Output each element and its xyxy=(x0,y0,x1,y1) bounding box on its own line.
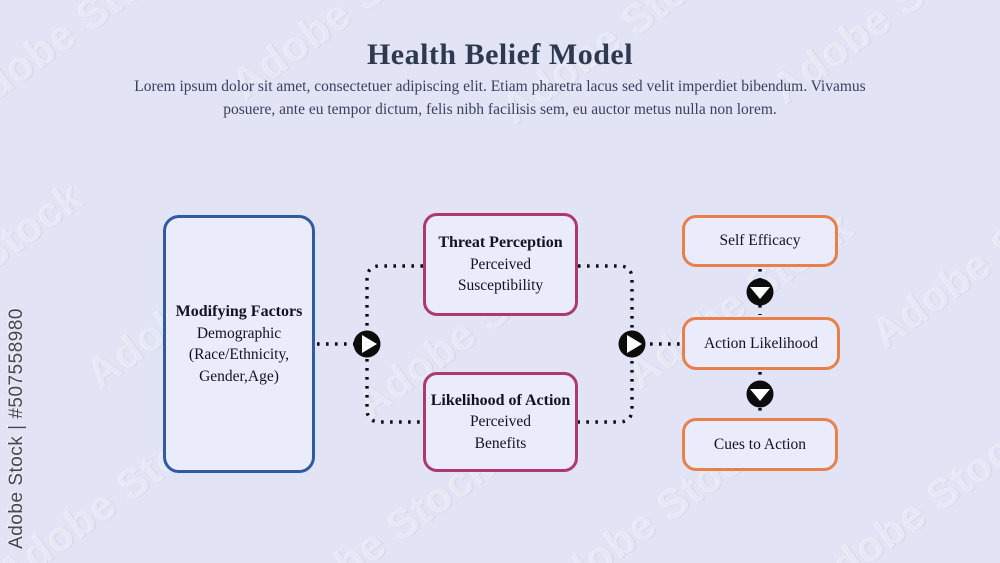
play-right-icon xyxy=(362,335,377,353)
likelihood-of-action-title: Likelihood of Action xyxy=(430,391,571,409)
self-efficacy-box: Self Efficacy xyxy=(682,215,838,267)
adobe-stock-watermark: Adobe Stock xyxy=(862,161,1000,358)
triangle-down-icon xyxy=(750,287,770,299)
threat-perception-title: Threat Perception xyxy=(438,234,563,252)
action-likelihood-label: Action Likelihood xyxy=(703,334,819,352)
play-right-icon xyxy=(627,335,642,353)
modifying-factors-line: Gender,Age) xyxy=(199,367,279,385)
likelihood-of-action-line: Benefits xyxy=(474,434,527,452)
arrow-node-middle xyxy=(618,330,646,358)
modifying-factors-box: Modifying Factors Demographic (Race/Ethn… xyxy=(163,215,315,473)
page-title: Health Belief Model xyxy=(366,38,634,71)
cues-to-action-box: Cues to Action xyxy=(682,418,838,471)
threat-perception-line: Susceptibility xyxy=(457,277,544,295)
page-subtitle: Lorem ipsum dolor sit amet, consectetuer… xyxy=(0,75,1000,121)
connector-left-bracket xyxy=(365,264,423,424)
modifying-factors-line: Demographic xyxy=(196,324,282,342)
modifying-factors-title: Modifying Factors xyxy=(175,303,303,320)
arrow-node-left xyxy=(353,330,381,358)
modifying-factors-line: (Race/Ethnicity, xyxy=(188,346,290,363)
action-likelihood-box: Action Likelihood xyxy=(682,317,840,370)
self-efficacy-label: Self Efficacy xyxy=(719,232,801,250)
cues-to-action-label: Cues to Action xyxy=(713,435,807,453)
page-subtitle-line1: Lorem ipsum dolor sit amet, consectetuer… xyxy=(134,78,866,95)
arrow-node-self-action xyxy=(746,278,774,306)
threat-perception-box: Threat Perception Perceived Susceptibili… xyxy=(423,213,578,316)
likelihood-of-action-box: Likelihood of Action Perceived Benefits xyxy=(423,372,578,472)
triangle-down-icon xyxy=(750,389,770,401)
arrow-node-action-cues xyxy=(746,380,774,408)
likelihood-of-action-line: Perceived xyxy=(469,413,532,431)
threat-perception-line: Perceived xyxy=(469,255,532,273)
page-subtitle-line2: posuere, ante eu tempor dictum, felis ni… xyxy=(223,101,777,118)
connector-right-bracket xyxy=(578,264,634,424)
adobe-stock-id-watermark: Adobe Stock | #507558980 xyxy=(6,308,27,549)
